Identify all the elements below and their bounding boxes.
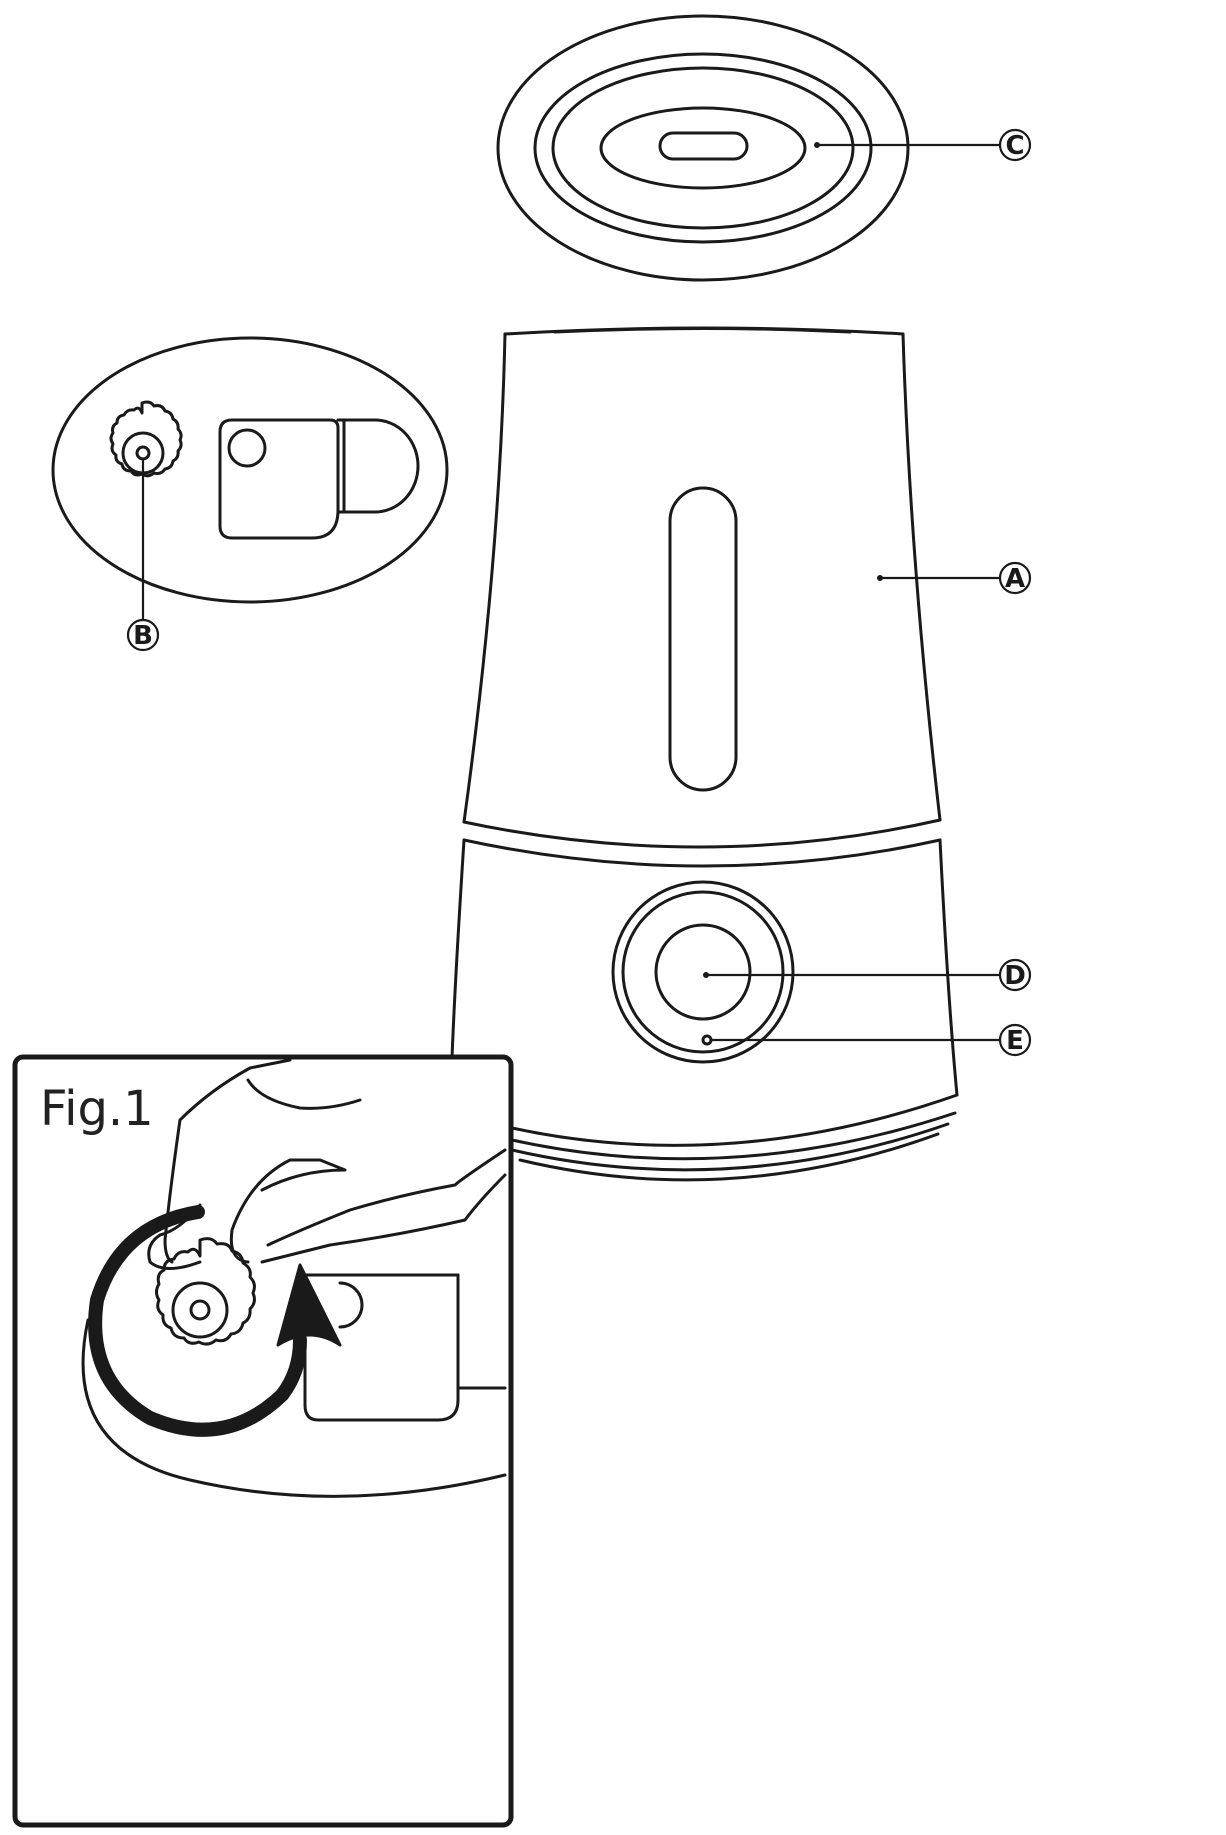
bottom-detail-ellipse (51, 336, 449, 604)
callout-b-label: B (133, 621, 153, 651)
fig1-label: Fig.1 (40, 1081, 154, 1137)
bottom-knob-center (135, 445, 151, 461)
callout-e: E (709, 1023, 1032, 1057)
callout-d-circle (998, 958, 1032, 992)
fig1-plug-hole (338, 1281, 364, 1329)
callout-e-circle (998, 1023, 1032, 1057)
bottom-plug-hole (227, 428, 267, 468)
control-knob-center (654, 923, 752, 1021)
lid-top-view (496, 14, 910, 282)
callout-c-circle (998, 128, 1032, 162)
base-bottom-4 (518, 1132, 940, 1182)
callout-c-label: C (1005, 131, 1024, 161)
lid-center-ellipse (599, 106, 807, 190)
bottom-detail-view (51, 336, 449, 604)
bottom-plug-tab (336, 418, 420, 514)
callout-d: D (703, 958, 1032, 992)
fig1-knob-ring (171, 1281, 229, 1339)
fig1-rotation-arrow (88, 1205, 307, 1437)
seam-lower (462, 838, 942, 868)
bottom-power-box (218, 418, 340, 540)
base-left-side (450, 838, 466, 1060)
tank-left-side (462, 332, 507, 824)
body-top-rim (503, 326, 905, 336)
callout-a: A (877, 561, 1032, 595)
callout-b-circle (126, 618, 160, 652)
fig1-hand (147, 1058, 507, 1270)
fig1-knob-gear (155, 1237, 256, 1346)
lid-ring-inner (551, 66, 855, 230)
bottom-knob-gear (109, 400, 183, 478)
callout-a-circle (998, 561, 1032, 595)
base-bottom-1 (510, 1093, 959, 1147)
lid-ring-outer (533, 52, 873, 244)
base-bottom-3 (510, 1122, 950, 1172)
humidifier-body (450, 326, 959, 1182)
base-right-side (938, 838, 959, 1097)
indicator-light (701, 1034, 713, 1046)
fig1-power-box (303, 1273, 460, 1422)
fig1-arrow-head (276, 1263, 342, 1347)
fig1-knob-center (189, 1299, 211, 1321)
lid-outer-ellipse (496, 14, 910, 282)
fig1-base-curve (81, 1318, 507, 1498)
callout-e-label: E (1006, 1026, 1024, 1056)
callout-d-label: D (1004, 961, 1026, 991)
callout-a-label: A (1005, 564, 1025, 594)
base-bottom-2 (510, 1111, 957, 1161)
tank-right-side (901, 332, 942, 822)
callout-b: B (126, 457, 160, 652)
callout-c: C (814, 128, 1032, 162)
lid-slot (658, 131, 749, 161)
seam-upper (462, 818, 942, 849)
water-level-window (668, 486, 738, 792)
control-knob-ring (621, 890, 785, 1054)
fig1-inset: Fig.1 (12, 1054, 514, 1828)
fig1-frame (12, 1054, 514, 1828)
control-knob-bezel (611, 880, 795, 1064)
